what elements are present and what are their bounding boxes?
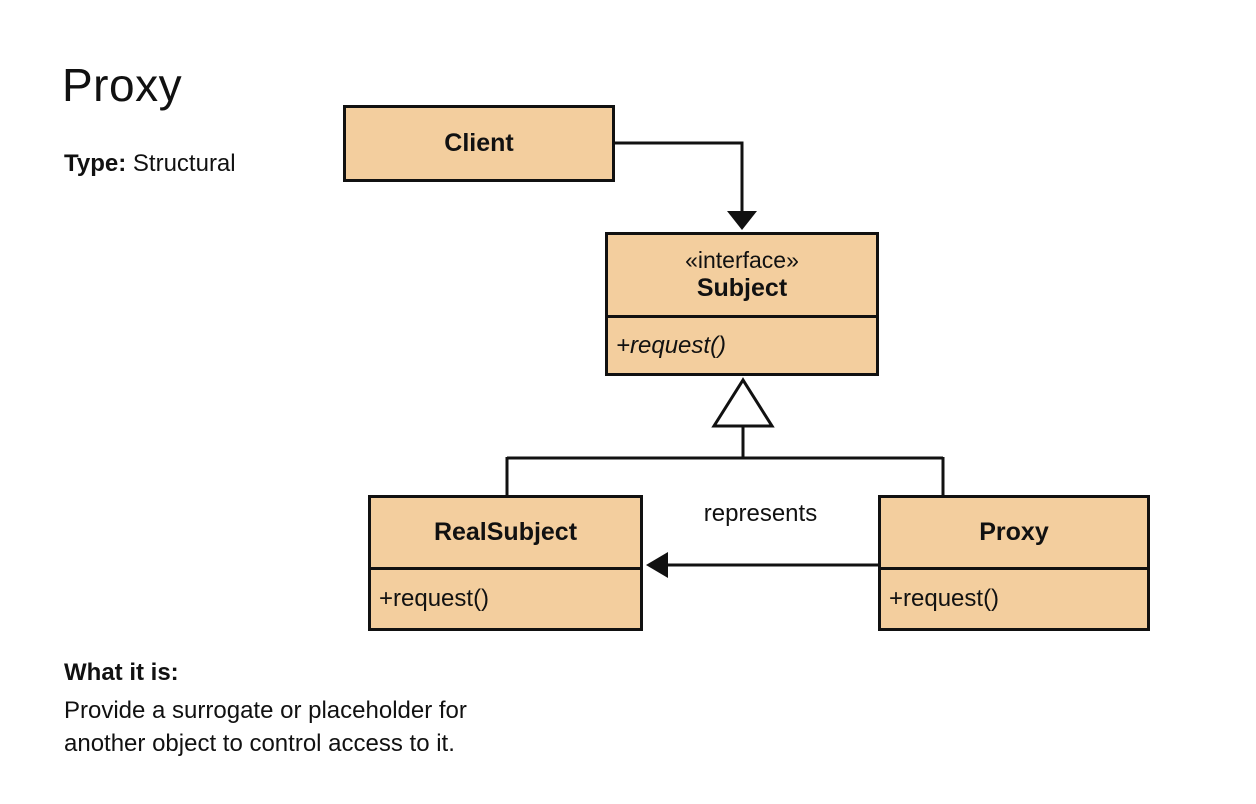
proxy-class-name: Proxy: [979, 518, 1049, 546]
pattern-title: Proxy: [62, 59, 183, 111]
realsubject-methods-compartment: +request(): [371, 570, 640, 628]
description-line-2: another object to control access to it.: [64, 730, 455, 757]
realsubject-method-request: +request(): [379, 585, 490, 612]
subject-class-box: «interface» Subject +request(): [605, 232, 879, 376]
proxy-class-box: Proxy +request(): [878, 495, 1150, 631]
description-body: Provide a surrogate or placeholder for a…: [64, 694, 467, 760]
proxy-realsubject-arrowhead-icon: [646, 552, 668, 578]
client-class-name: Client: [444, 129, 514, 157]
subject-method-request: +request(): [616, 331, 727, 359]
subject-stereotype: «interface»: [685, 247, 799, 273]
realsubject-name-compartment: RealSubject: [371, 498, 640, 570]
subject-class-name: Subject: [696, 274, 788, 302]
description-line-1: Provide a surrogate or placeholder for: [64, 697, 467, 724]
realsubject-class-box: RealSubject +request(): [368, 495, 643, 631]
proxy-method-request: +request(): [889, 585, 1000, 612]
client-class-box: Client: [343, 105, 615, 182]
proxy-name-compartment: Proxy: [881, 498, 1147, 570]
pattern-type-value: Structural: [132, 150, 236, 177]
proxy-methods-compartment: +request(): [881, 570, 1147, 628]
generalization-triangle-icon: [711, 377, 775, 428]
realsubject-class-name: RealSubject: [433, 518, 578, 546]
client-subject-connector: [615, 141, 744, 214]
subject-methods-compartment: +request(): [608, 318, 876, 373]
pattern-type-label: Type:: [64, 150, 127, 177]
represents-label: represents: [703, 500, 818, 527]
subject-name-compartment: «interface» Subject: [608, 235, 876, 318]
client-subject-arrowhead-icon: [727, 211, 757, 230]
pattern-type: Type: Structural: [64, 150, 236, 178]
client-name-compartment: Client: [346, 108, 612, 179]
description-heading: What it is:: [64, 659, 179, 686]
